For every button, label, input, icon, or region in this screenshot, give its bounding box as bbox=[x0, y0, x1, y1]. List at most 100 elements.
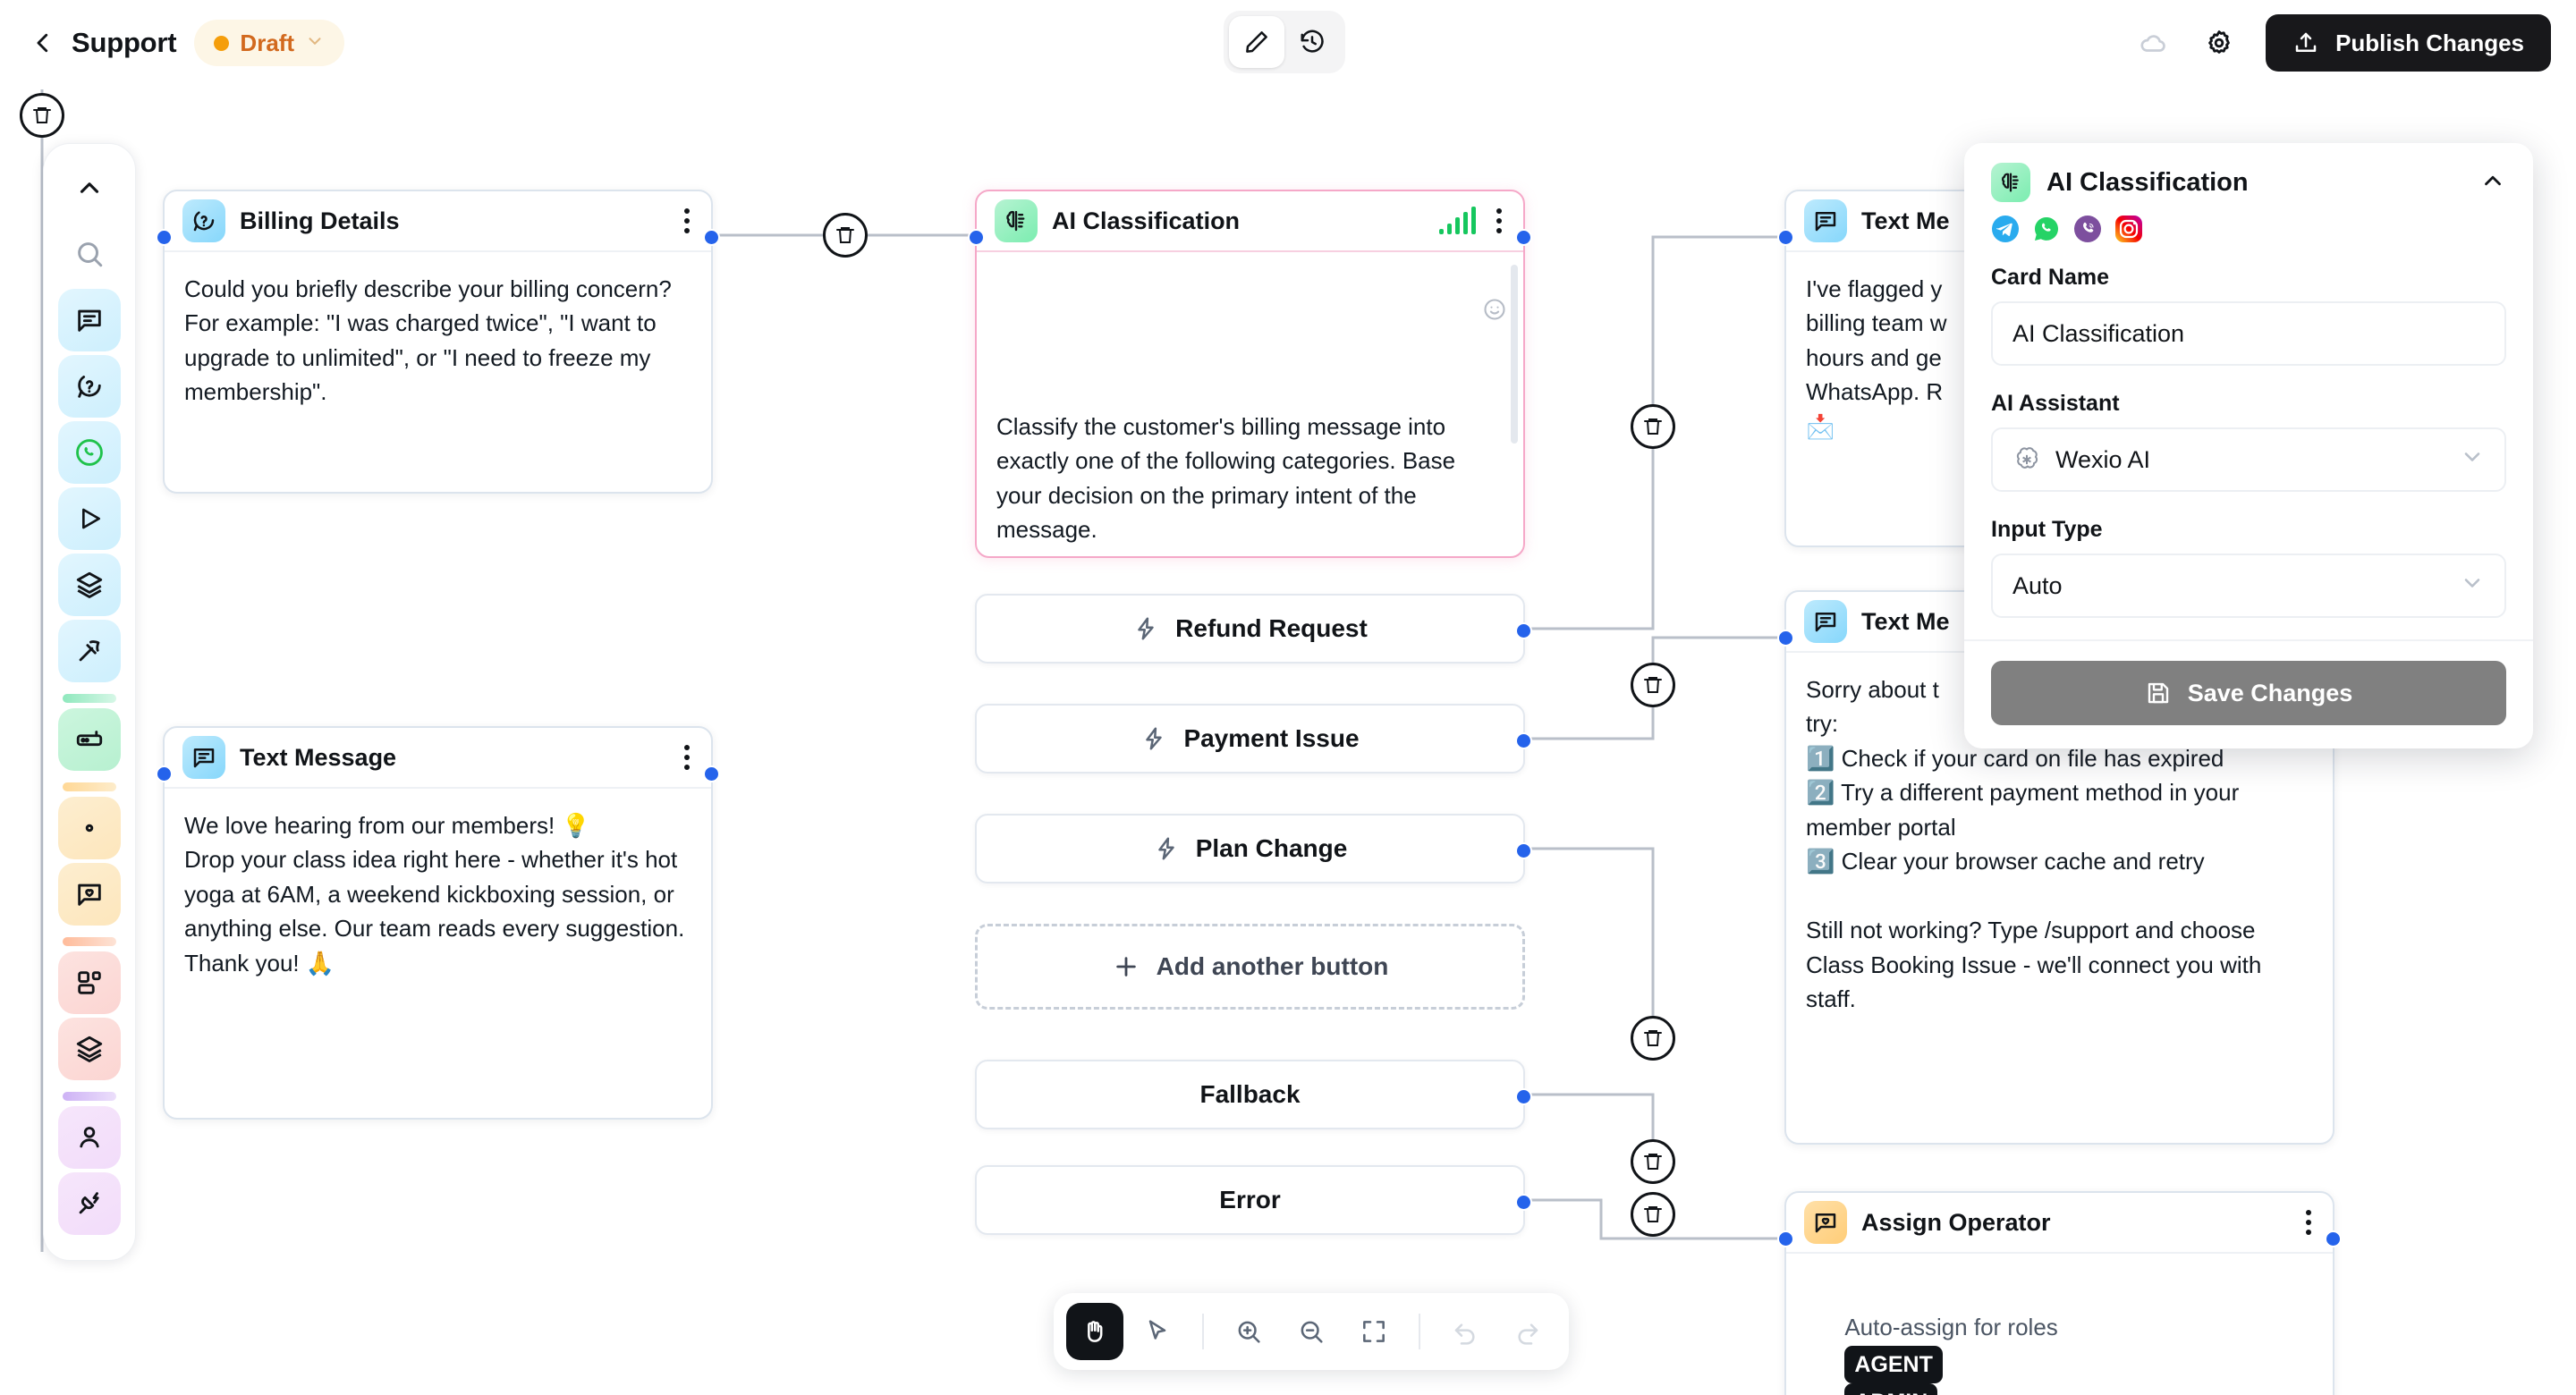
sidebar-item-assign-operator[interactable] bbox=[58, 863, 121, 926]
node-menu-button[interactable] bbox=[1493, 205, 1505, 237]
undo-button[interactable] bbox=[1436, 1303, 1494, 1360]
branch-port-out[interactable] bbox=[1515, 732, 1532, 749]
role-badge-agent: AGENT bbox=[1844, 1345, 1943, 1384]
ai-assistant-select[interactable]: Wexio AI bbox=[1991, 427, 2506, 492]
status-label: Draft bbox=[240, 29, 295, 56]
settings-button[interactable] bbox=[2199, 23, 2239, 63]
cursor-arrow-icon bbox=[1148, 1320, 1166, 1340]
history-button[interactable] bbox=[1284, 16, 1340, 68]
sidebar-collapse-button[interactable] bbox=[58, 156, 121, 219]
canvas-toolbar bbox=[1054, 1293, 1569, 1370]
edge-delete-button[interactable] bbox=[1631, 1192, 1675, 1237]
sidebar-item-blocks[interactable] bbox=[58, 951, 121, 1014]
node-menu-button[interactable] bbox=[681, 205, 693, 237]
edge-delete-button[interactable] bbox=[1631, 1016, 1675, 1061]
node-ai-classification[interactable]: AI Classification Classify the customer'… bbox=[968, 190, 1532, 751]
zoom-in-button[interactable] bbox=[1220, 1303, 1277, 1360]
branch-plan-change[interactable]: Plan Change bbox=[975, 814, 1532, 884]
sidebar-item-dot[interactable] bbox=[58, 797, 121, 859]
play-triangle-icon bbox=[82, 508, 100, 529]
edge-delete-button[interactable] bbox=[1631, 1139, 1675, 1184]
card-name-input[interactable]: AI Classification bbox=[1991, 301, 2506, 366]
node-port-in[interactable] bbox=[156, 229, 173, 246]
node-port-out[interactable] bbox=[703, 765, 720, 782]
gear-icon bbox=[2208, 30, 2230, 54]
branch-port-out[interactable] bbox=[1515, 842, 1532, 859]
node-menu-button[interactable] bbox=[2302, 1206, 2315, 1239]
whatsapp-icon[interactable] bbox=[2032, 215, 2061, 243]
whatsapp-icon bbox=[76, 439, 103, 466]
node-billing-details[interactable]: Billing Details Could you briefly descri… bbox=[156, 190, 720, 494]
branch-refund-request[interactable]: Refund Request bbox=[975, 594, 1532, 664]
branch-port-out[interactable] bbox=[1515, 1194, 1532, 1211]
node-menu-button[interactable] bbox=[681, 741, 693, 774]
cursor-tool-button[interactable] bbox=[1129, 1303, 1186, 1360]
redo-arrow-icon bbox=[1518, 1323, 1538, 1345]
page-title: Support bbox=[72, 27, 177, 58]
sidebar-item-stack[interactable] bbox=[58, 1018, 121, 1080]
cloud-status-button[interactable] bbox=[2133, 23, 2173, 63]
sidebar-item-router[interactable] bbox=[58, 708, 121, 771]
sidebar-item-layers[interactable] bbox=[58, 554, 121, 616]
edge-delete-button[interactable] bbox=[1631, 663, 1675, 707]
node-port-out[interactable] bbox=[2325, 1230, 2342, 1247]
chevron-left-icon bbox=[37, 33, 48, 53]
sidebar-item-pickaxe[interactable] bbox=[58, 620, 121, 682]
add-another-button[interactable]: Add another button bbox=[975, 924, 1525, 1010]
publish-changes-button[interactable]: Publish Changes bbox=[2266, 14, 2551, 72]
sidebar-item-plug[interactable] bbox=[58, 1172, 121, 1235]
edit-mode-button[interactable] bbox=[1229, 16, 1284, 68]
node-port-in[interactable] bbox=[1777, 1230, 1794, 1247]
input-type-label: Input Type bbox=[1991, 517, 2103, 542]
node-assign-operator[interactable]: Assign Operator Auto-assign for roles AG… bbox=[1777, 1191, 2342, 1395]
viber-icon[interactable] bbox=[2073, 215, 2102, 243]
node-port-in[interactable] bbox=[968, 229, 985, 246]
sidebar-item-question[interactable] bbox=[58, 355, 121, 418]
role-badge-admin: ADMIN bbox=[1844, 1383, 1938, 1395]
mode-toggle-group bbox=[1224, 11, 1345, 73]
sidebar-item-play[interactable] bbox=[58, 487, 121, 550]
save-changes-button[interactable]: Save Changes bbox=[1991, 661, 2506, 725]
branch-payment-issue[interactable]: Payment Issue bbox=[975, 704, 1532, 774]
pickaxe-icon bbox=[79, 640, 100, 662]
telegram-icon[interactable] bbox=[1991, 215, 2020, 243]
sidebar-search-button[interactable] bbox=[58, 223, 121, 285]
branch-error[interactable]: Error bbox=[975, 1165, 1532, 1235]
hand-icon bbox=[1088, 1321, 1103, 1342]
back-button[interactable] bbox=[25, 25, 61, 61]
upload-icon bbox=[2295, 32, 2317, 52]
input-type-select[interactable]: Auto bbox=[1991, 554, 2506, 618]
undo-arrow-icon bbox=[1454, 1323, 1475, 1345]
user-icon bbox=[80, 1127, 99, 1148]
node-port-in[interactable] bbox=[1777, 630, 1794, 647]
node-port-in[interactable] bbox=[156, 765, 173, 782]
chevron-down-icon bbox=[2460, 571, 2485, 602]
redo-button[interactable] bbox=[1499, 1303, 1556, 1360]
status-badge[interactable]: Draft bbox=[194, 20, 345, 66]
branch-port-out[interactable] bbox=[1515, 1088, 1532, 1105]
node-port-in[interactable] bbox=[1777, 229, 1794, 246]
sidebar-item-user[interactable] bbox=[58, 1106, 121, 1169]
sidebar-divider-red bbox=[63, 937, 116, 946]
router-icon bbox=[76, 731, 103, 747]
sidebar-item-text-message[interactable] bbox=[58, 289, 121, 351]
panel-collapse-button[interactable] bbox=[2479, 167, 2506, 199]
node-body: Sorry about t try: 1️⃣ Check if your car… bbox=[1806, 676, 2262, 1013]
node-scrollbar[interactable] bbox=[1511, 265, 1518, 444]
edge-delete-button[interactable] bbox=[823, 213, 868, 258]
node-port-out[interactable] bbox=[703, 229, 720, 246]
pencil-icon bbox=[1246, 31, 1267, 53]
hand-tool-button[interactable] bbox=[1066, 1303, 1123, 1360]
node-port-out[interactable] bbox=[1515, 229, 1532, 246]
fit-view-button[interactable] bbox=[1345, 1303, 1402, 1360]
instagram-icon[interactable] bbox=[2114, 215, 2143, 243]
zoom-out-button[interactable] bbox=[1283, 1303, 1340, 1360]
sidebar-item-whatsapp[interactable] bbox=[58, 421, 121, 484]
branch-fallback[interactable]: Fallback bbox=[975, 1060, 1532, 1129]
edge-delete-button-top[interactable] bbox=[20, 93, 64, 138]
chevron-up-icon bbox=[80, 182, 99, 193]
branch-port-out[interactable] bbox=[1515, 622, 1532, 639]
smiley-icon[interactable] bbox=[1430, 263, 1507, 366]
edge-delete-button[interactable] bbox=[1631, 404, 1675, 449]
node-text-message-left[interactable]: Text Message We love hearing from our me… bbox=[156, 726, 720, 1120]
